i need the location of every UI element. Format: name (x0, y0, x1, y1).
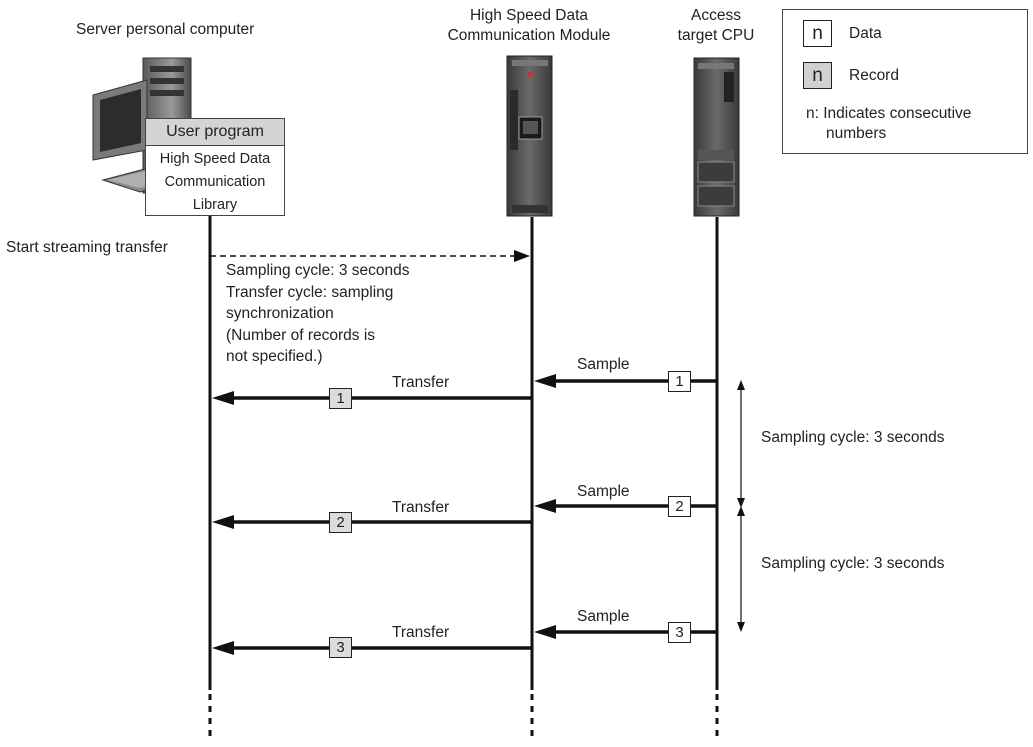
transfer-label-3: Transfer (392, 624, 450, 641)
sampling-cycle-label-2: Sampling cycle: 3 seconds (761, 555, 945, 572)
start-detail-2: Transfer cycle: sampling (226, 284, 394, 301)
lifeline-continuation (208, 694, 719, 740)
legend-note-line1: n: Indicates consecutive (806, 105, 972, 122)
library-line-1: High Speed Data (159, 151, 271, 167)
sampling-cycle-label-1: Sampling cycle: 3 seconds (761, 429, 945, 446)
library-line-2: Communication (164, 174, 266, 190)
user-program-title: User program (146, 119, 284, 146)
sample-label-1: Sample (577, 356, 630, 373)
library-line-3: Library (192, 197, 238, 213)
module-heading-line2: Communication Module (447, 27, 611, 44)
transfer-arrow-2 (212, 515, 532, 529)
transfer-arrow-3 (212, 641, 532, 655)
user-program-box: User program High Speed Data Communicati… (145, 118, 285, 216)
legend: n Data n Record n: Indicates consecutive… (782, 9, 1028, 154)
transfer-label-2: Transfer (392, 499, 450, 516)
communication-module-icon (506, 55, 553, 217)
start-detail-3: synchronization (226, 305, 334, 322)
start-detail-4: (Number of records is (226, 327, 376, 344)
user-program-body: High Speed Data Communication Library (146, 146, 284, 217)
legend-note-line2: numbers (826, 125, 887, 142)
legend-data-label: Data (849, 25, 882, 42)
start-streaming-arrow (210, 250, 530, 262)
cpu-heading-line2: target CPU (677, 27, 755, 44)
data-box-2: 2 (668, 496, 691, 517)
module-heading-line1: High Speed Data (469, 7, 589, 24)
legend-data-symbol: n (803, 20, 832, 47)
cpu-module-icon (693, 57, 740, 217)
cpu-heading-line1: Access (691, 7, 741, 24)
record-box-3: 3 (329, 637, 352, 658)
data-box-1: 1 (668, 371, 691, 392)
sampling-cycle-arrow-1 (737, 380, 745, 508)
lifelines (208, 215, 719, 690)
record-box-1: 1 (329, 388, 352, 409)
sample-label-2: Sample (577, 483, 630, 500)
transfer-arrow-1 (212, 391, 532, 405)
data-box-3: 3 (668, 622, 691, 643)
transfer-label-1: Transfer (392, 374, 450, 391)
start-streaming-label: Start streaming transfer (6, 239, 168, 256)
server-heading: Server personal computer (76, 21, 255, 38)
record-box-2: 2 (329, 512, 352, 533)
start-detail-5: not specified.) (226, 348, 323, 365)
start-detail-1: Sampling cycle: 3 seconds (226, 262, 410, 279)
sample-label-3: Sample (577, 608, 630, 625)
sampling-cycle-arrow-2 (737, 506, 745, 632)
legend-record-symbol: n (803, 62, 832, 89)
legend-record-label: Record (849, 67, 899, 84)
